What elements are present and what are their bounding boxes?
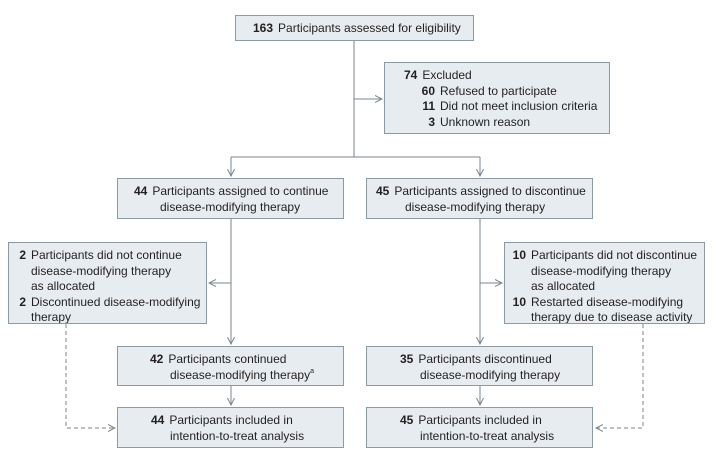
continue-deviation-line: as allocated bbox=[31, 279, 96, 293]
discontinue-deviation-line: Participants did not discontinue bbox=[531, 248, 698, 262]
continue-per-protocol-count: 42 bbox=[150, 352, 164, 366]
discontinue-assigned-line2: disease-modifying therapy bbox=[405, 199, 546, 214]
discontinue-assigned-box: 45 Participants assigned to discontinue … bbox=[366, 178, 593, 219]
assessed-box: 163 Participants assessed for eligibilit… bbox=[235, 15, 474, 41]
discontinue-itt-line1: Participants included in bbox=[418, 413, 542, 427]
assessed-count: 163 bbox=[253, 21, 274, 35]
continue-deviation-line: disease-modifying therapy bbox=[31, 263, 172, 278]
excluded-reason-label: Unknown reason bbox=[440, 114, 531, 129]
continue-per-protocol-line2: disease-modifying therapy bbox=[170, 367, 311, 382]
discontinue-deviation-line: as allocated bbox=[531, 279, 596, 293]
excluded-reason-count: 11 bbox=[422, 99, 435, 113]
continue-itt-count: 44 bbox=[151, 413, 165, 427]
footnote-marker: a bbox=[310, 367, 314, 375]
continue-per-protocol-line1: Participants continued bbox=[168, 352, 287, 366]
excluded-reason-count: 60 bbox=[421, 83, 435, 98]
discontinue-assigned-count: 45 bbox=[376, 184, 390, 198]
excluded-reason: 11 Did not meet inclusion criteria bbox=[404, 99, 609, 115]
discontinue-assigned-line1: Participants assigned to discontinue bbox=[394, 184, 586, 198]
discontinue-itt-line2: intention-to-treat analysis bbox=[420, 428, 555, 443]
dashed-connector-discontinue bbox=[596, 324, 644, 428]
continue-assigned-count: 44 bbox=[134, 184, 148, 198]
discontinue-deviation-line: Restarted disease-modifying bbox=[531, 294, 684, 309]
discontinue-itt-count: 45 bbox=[400, 413, 414, 427]
continue-deviation-line: Discontinued disease-modifying bbox=[31, 294, 201, 309]
discontinue-deviations-box: 10 Participants did not discontinue dise… bbox=[504, 242, 705, 324]
excluded-reason-count: 3 bbox=[428, 114, 435, 129]
excluded-reason-label: Refused to participate bbox=[440, 83, 557, 98]
continue-deviation-count: 2 bbox=[19, 294, 26, 309]
excluded-box: 74 Excluded 60 Refused to participate 11… bbox=[384, 62, 610, 134]
assessed-label: Participants assessed for eligibility bbox=[278, 21, 461, 35]
excluded-reason: 60 Refused to participate bbox=[404, 84, 609, 100]
continue-assigned-box: 44 Participants assigned to continue dis… bbox=[117, 178, 344, 219]
continue-deviation-line: Participants did not continue bbox=[31, 248, 182, 262]
discontinue-deviation-line: therapy due to disease activity bbox=[531, 310, 693, 324]
discontinue-deviation-count: 10 bbox=[512, 294, 526, 309]
discontinue-per-protocol-count: 35 bbox=[400, 352, 414, 366]
continue-itt-box: 44 Participants included in intention-to… bbox=[117, 407, 344, 448]
discontinue-per-protocol-line1: Participants discontinued bbox=[418, 352, 552, 366]
discontinue-per-protocol-line2: disease-modifying therapy bbox=[420, 367, 561, 382]
continue-itt-line2: intention-to-treat analysis bbox=[170, 428, 305, 443]
continue-per-protocol-box: 42 Participants continued disease-modify… bbox=[117, 346, 344, 386]
discontinue-per-protocol-box: 35 Participants discontinued disease-mod… bbox=[366, 346, 593, 386]
excluded-reason: 3 Unknown reason bbox=[404, 115, 609, 131]
continue-deviation-count: 2 bbox=[19, 248, 26, 262]
discontinue-deviation-line: disease-modifying therapy bbox=[531, 263, 672, 278]
continue-deviation-line: therapy bbox=[31, 310, 72, 324]
excluded-count: 74 bbox=[404, 68, 418, 82]
continue-assigned-line1: Participants assigned to continue bbox=[152, 184, 329, 198]
excluded-reason-label: Did not meet inclusion criteria bbox=[440, 99, 598, 113]
continue-itt-line1: Participants included in bbox=[169, 413, 293, 427]
discontinue-deviation-count: 10 bbox=[512, 248, 526, 262]
continue-deviations-box: 2 Participants did not continue disease-… bbox=[8, 242, 207, 324]
excluded-label: Excluded bbox=[422, 68, 472, 82]
discontinue-itt-box: 45 Participants included in intention-to… bbox=[366, 407, 593, 448]
continue-assigned-line2: disease-modifying therapy bbox=[160, 199, 301, 214]
dashed-connector-continue bbox=[65, 324, 115, 428]
